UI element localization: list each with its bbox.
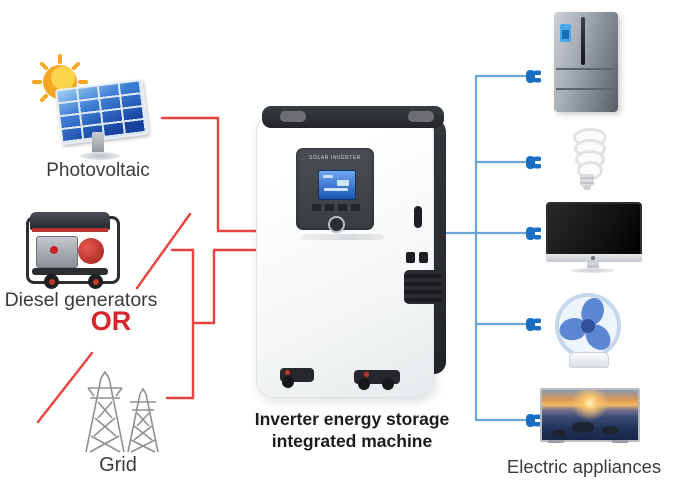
diesel-generator-icon: [26, 212, 120, 289]
machine-caption-line1: Inverter energy storage: [254, 409, 450, 429]
inverter-machine-image: SOLAR INVERTER: [256, 106, 448, 402]
refrigerator-icon: [554, 12, 618, 112]
transmission-towers-icon: [85, 370, 159, 453]
solar-panel-pole: [92, 132, 104, 154]
side-grill: [404, 270, 442, 304]
power-plug-icons: [526, 70, 541, 427]
caster-wheel: [280, 368, 314, 388]
side-connector: [419, 252, 428, 263]
solar-panel-base: [80, 152, 120, 160]
small-tower: [127, 387, 159, 453]
power-plug-icon: [526, 156, 541, 169]
machine-caption-line2: integrated machine: [271, 431, 433, 451]
panel-knob: [328, 216, 345, 233]
panel-buttons: [312, 204, 360, 211]
lcd-display: [318, 170, 356, 200]
electric-fan-icon: [552, 292, 624, 370]
machine-top-handle: [262, 106, 444, 128]
side-vent-slot: [414, 206, 422, 228]
caster-wheel: [354, 370, 400, 390]
photovoltaic-label: Photovoltaic: [46, 160, 150, 181]
or-label: OR: [90, 306, 132, 336]
power-plug-icon: [526, 70, 541, 83]
electric-appliances-label: Electric appliances: [506, 456, 662, 477]
side-connector: [406, 252, 415, 263]
machine-caption: Inverter energy storage integrated machi…: [240, 408, 464, 452]
television-icon: [540, 388, 640, 450]
machine-control-panel: SOLAR INVERTER: [296, 148, 374, 233]
power-plug-icon: [526, 318, 541, 331]
light-bulb-icon: [571, 128, 607, 194]
power-plug-icon: [526, 414, 541, 427]
panel-brand-text: SOLAR INVERTER: [309, 155, 361, 161]
machine-logo-smudge: [302, 234, 384, 240]
large-tower: [85, 370, 125, 453]
blue-output-lines: [438, 74, 530, 422]
diesel-generators-label: Diesel generators: [4, 289, 158, 311]
power-plug-icon: [526, 227, 541, 240]
desktop-monitor-icon: [546, 202, 642, 273]
grid-label: Grid: [99, 454, 137, 476]
